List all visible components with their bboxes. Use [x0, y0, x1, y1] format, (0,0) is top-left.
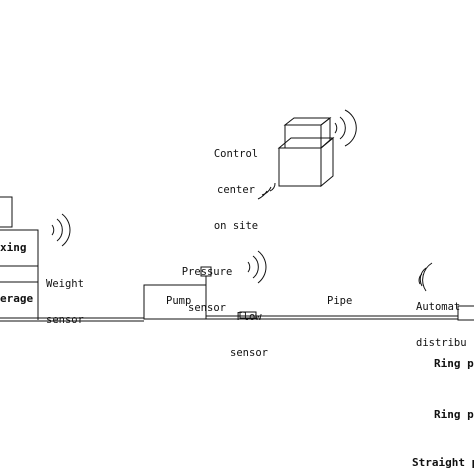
wifi-signal-icon — [51, 213, 71, 247]
pipe-label: Pipe — [327, 295, 353, 307]
pump-label: Pump — [166, 295, 192, 307]
mixing-label: xing — [0, 241, 27, 254]
wifi-signal-icon — [334, 109, 357, 147]
flow-sensor-box — [239, 311, 257, 319]
pump-box — [143, 284, 207, 320]
tank-top-box — [0, 196, 13, 228]
flow-sensor-label: Flow sensor — [230, 311, 268, 359]
ring-pipe-label-1: Ring pi — [434, 357, 474, 370]
ring-pipe-label-2: Ring pi — [434, 408, 474, 421]
main-pipe — [0, 315, 458, 322]
weight-sensor-label: Weight sensor — [46, 278, 84, 326]
wifi-signal-icon — [418, 262, 433, 292]
pressure-sensor-label: Pressure sensor — [181, 266, 233, 314]
control-center-label: Control center on site — [213, 148, 259, 232]
straight-pipe-label: Straight pi — [412, 456, 474, 469]
auto-distributor-label: Automat distribu — [416, 301, 467, 349]
storage-label: erage — [0, 292, 34, 305]
distributor-box — [457, 305, 474, 321]
wifi-signal-icon — [257, 182, 276, 200]
wifi-signal-icon — [247, 250, 267, 284]
control-center-box — [277, 116, 335, 188]
